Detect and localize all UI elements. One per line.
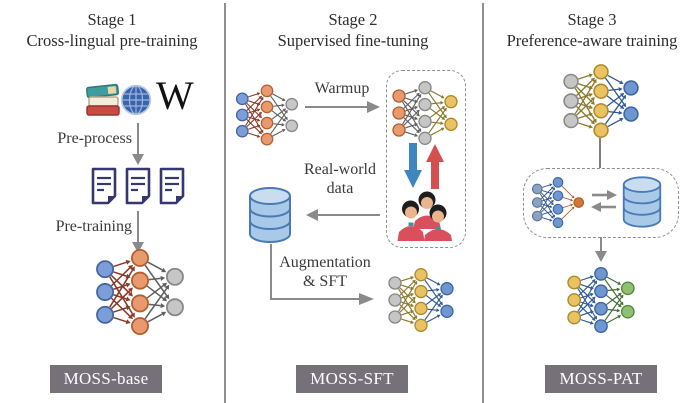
down-arrow-icon [594, 237, 608, 263]
exchange-arrows-icon [590, 188, 618, 214]
stage2-title: Stage 2 Supervised fine-tuning [233, 9, 473, 51]
books-icon [85, 79, 121, 117]
neural-network-icon [234, 83, 300, 147]
neural-network-icon [564, 267, 638, 333]
stage2-title-line1: Stage 2 [328, 10, 378, 29]
people-icon [397, 189, 455, 241]
neural-network-icon [561, 64, 641, 138]
database-icon [621, 175, 663, 229]
realworld-line1: Real-world [304, 161, 376, 178]
pretraining-label: Pre-training [55, 218, 132, 235]
down-arrow-icon [131, 210, 145, 254]
database-icon [247, 186, 293, 244]
feedback-arrows-icon [402, 142, 446, 190]
stage2-title-line2: Supervised fine-tuning [277, 31, 429, 50]
document-row [90, 167, 186, 205]
preprocess-label: Pre-process [57, 130, 132, 147]
document-icon [158, 167, 186, 205]
augmentation-line1: Augmentation [279, 254, 371, 271]
human-loop-dashed-box [386, 70, 466, 248]
augmentation-line2: & SFT [302, 273, 347, 290]
stage1-title-line2: Cross-lingual pre-training [26, 31, 198, 50]
stage1-title: Stage 1 Cross-lingual pre-training [4, 9, 220, 51]
neural-network-icon [386, 268, 456, 332]
document-icon [124, 167, 152, 205]
stage3-title: Stage 3 Preference-aware training [486, 9, 698, 51]
realworld-data-label: Real-world data [296, 160, 384, 198]
left-arrow-icon [306, 208, 380, 222]
moss-pat-badge: MOSS-PAT [545, 365, 657, 393]
stage1-title-line1: Stage 1 [87, 10, 137, 29]
moss-base-badge: MOSS-base [50, 365, 162, 393]
right-arrow-icon [305, 100, 381, 114]
stage3-title-line2: Preference-aware training [506, 31, 678, 50]
realworld-line2: data [326, 180, 354, 197]
wikipedia-w-icon: W [156, 73, 194, 118]
down-arrow-icon [131, 122, 145, 166]
stage3-title-line1: Stage 3 [567, 10, 617, 29]
globe-icon [120, 84, 152, 116]
stage-divider-1 [224, 3, 226, 403]
warmup-label: Warmup [314, 80, 370, 97]
neural-network-icon [390, 81, 460, 145]
stage-divider-2 [482, 3, 484, 403]
elbow-arrow-icon [266, 244, 376, 306]
neural-network-icon [529, 177, 587, 228]
document-icon [90, 167, 118, 205]
augmentation-label: Augmentation & SFT [272, 253, 378, 291]
neural-network-icon [93, 249, 187, 335]
connector-line [599, 138, 601, 168]
moss-sft-badge: MOSS-SFT [296, 365, 408, 393]
